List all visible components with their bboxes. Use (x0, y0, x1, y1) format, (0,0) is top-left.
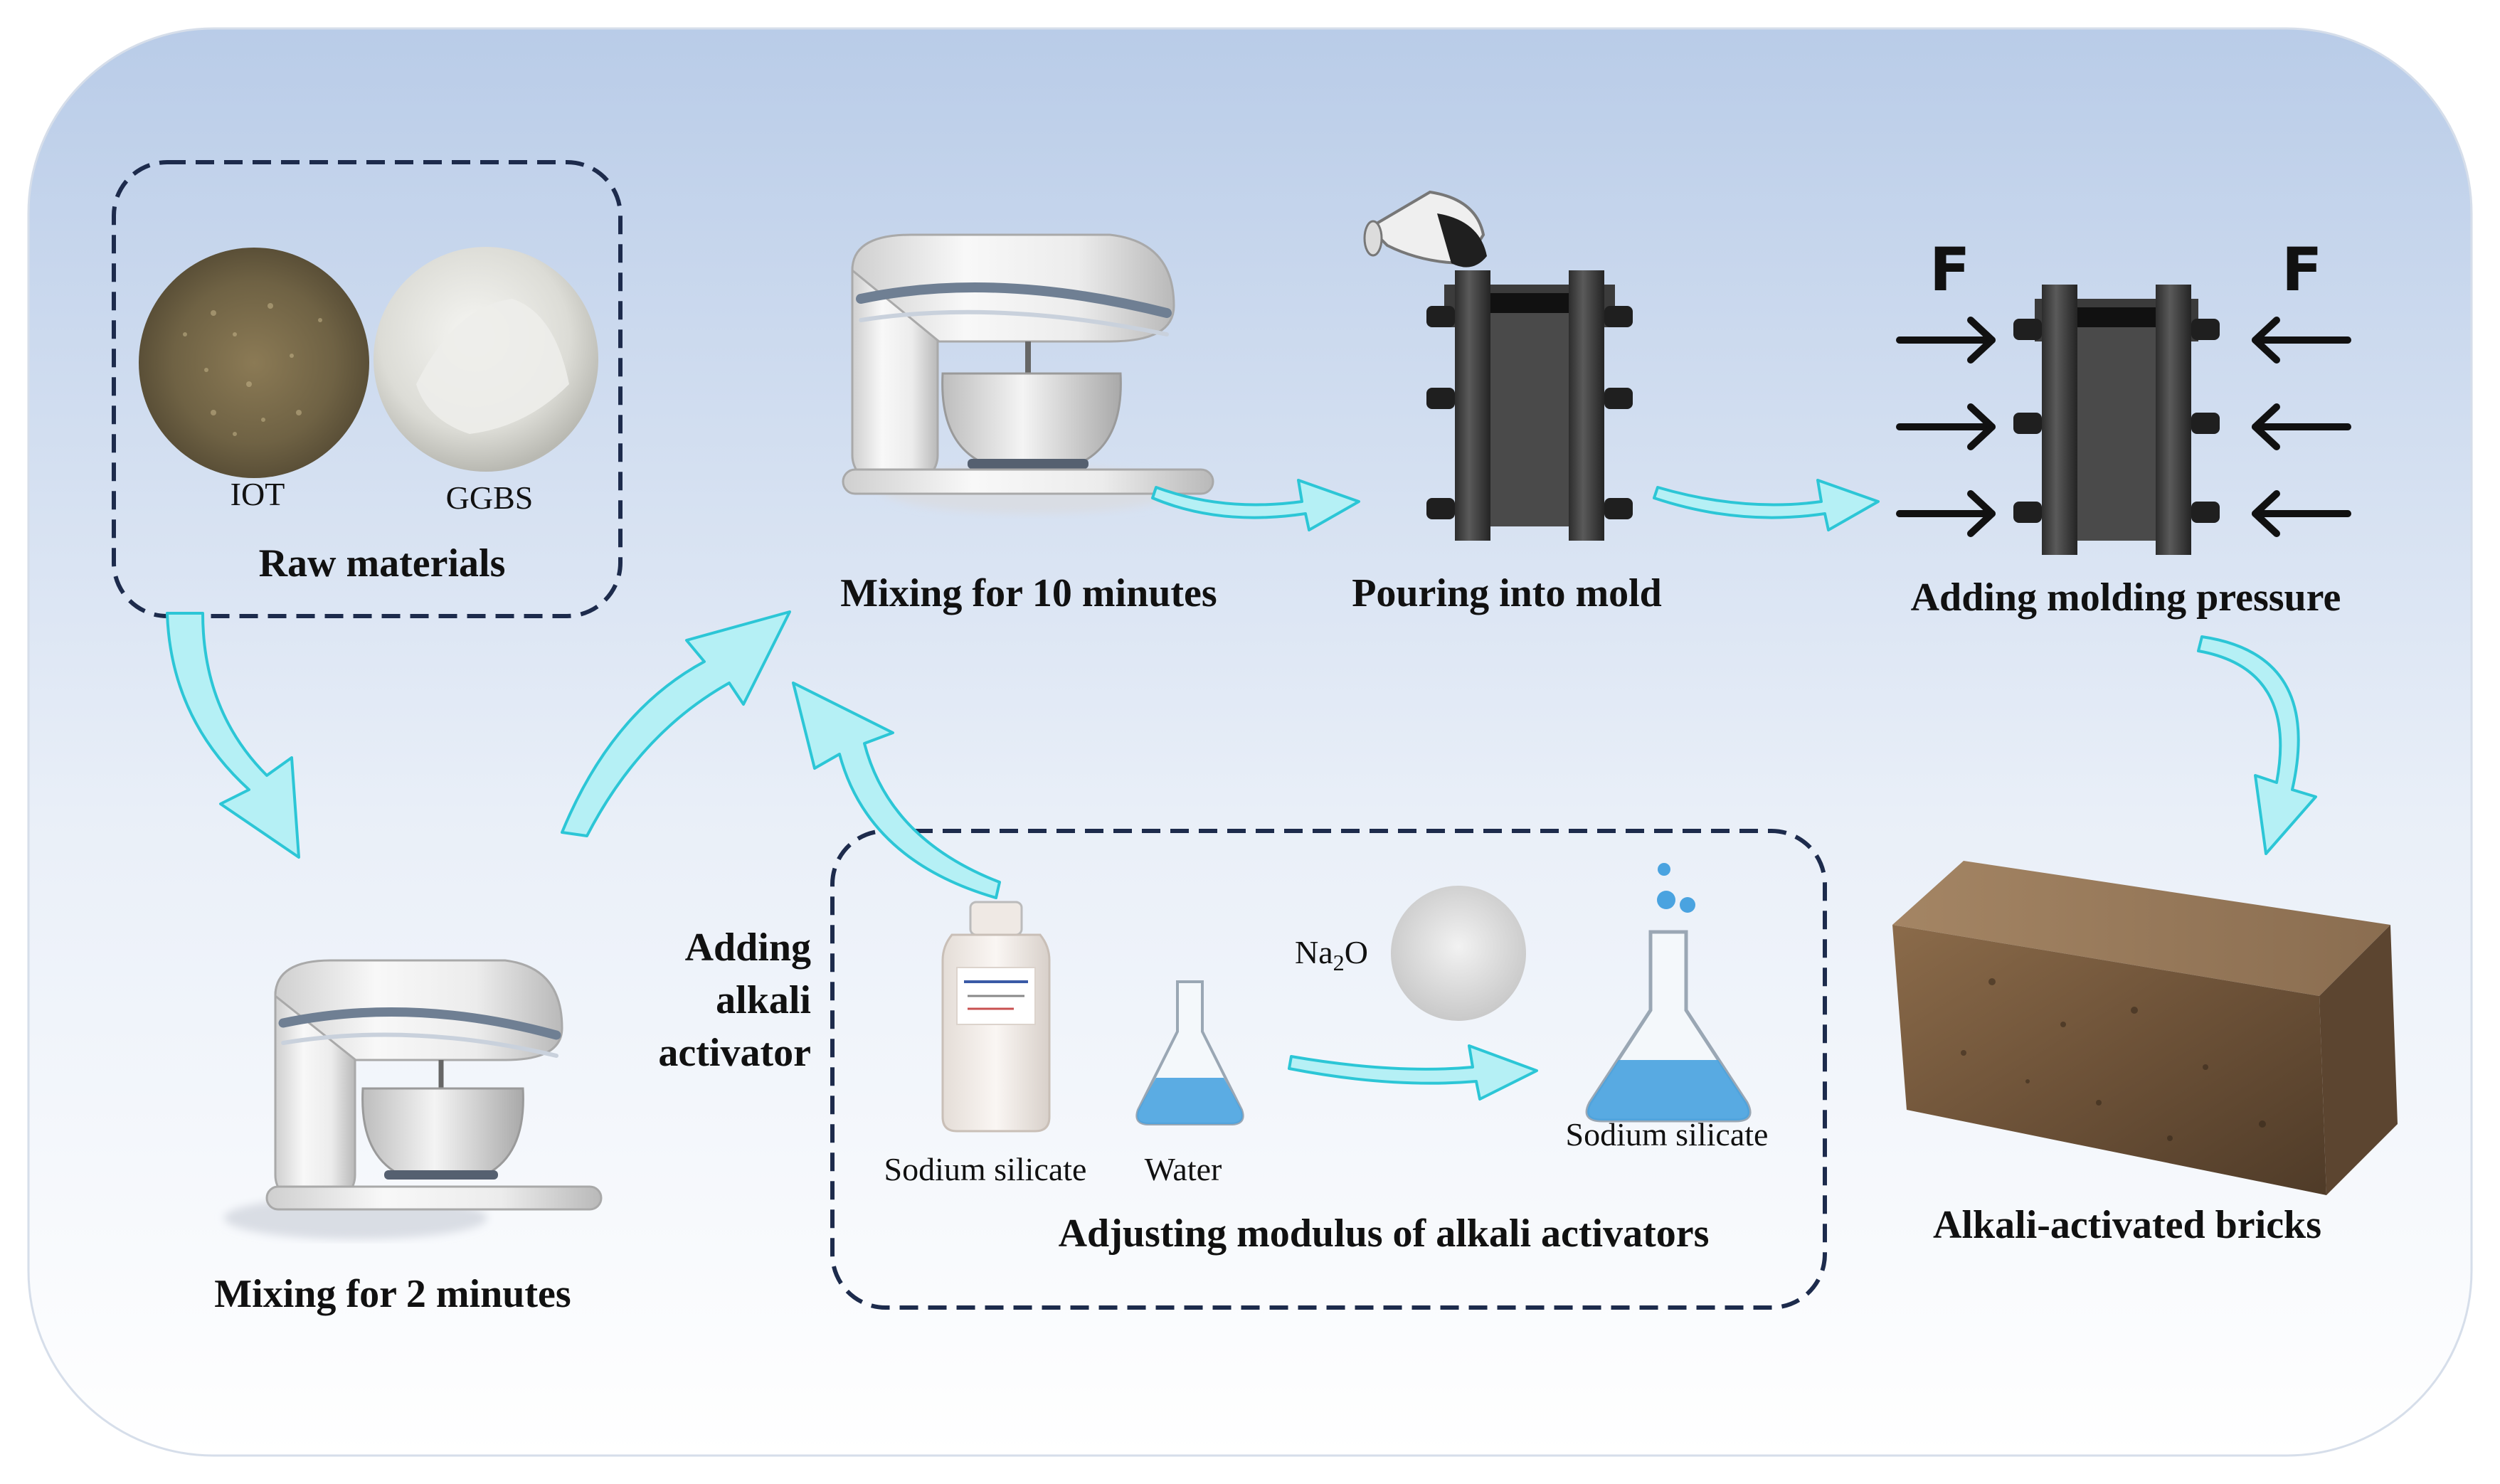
activator-frame (830, 829, 1827, 1310)
iot-label: IOT (230, 476, 285, 512)
step-bricks-label: Alkali-activated bricks (1933, 1203, 2321, 1247)
water-flask-image (1135, 980, 1244, 1125)
na2o-subscript: 2 (1333, 950, 1345, 976)
arrow-water-to-product (1288, 1044, 1538, 1101)
force-arrows-left (1896, 317, 1996, 537)
arrow-mix10-to-pour (1151, 479, 1360, 531)
na2o-main: Na (1295, 934, 1333, 970)
iot-sample-image (139, 248, 369, 478)
activator-box-title: Adjusting modulus of alkali activators (1058, 1212, 1710, 1256)
arrow-mix2-to-mix10 (561, 610, 791, 837)
step-mix-2-label: Mixing for 2 minutes (214, 1272, 571, 1316)
flow-arrows (166, 479, 2317, 1101)
product-flask-image (1585, 863, 1752, 1123)
pour-cup-image (1363, 190, 1487, 267)
force-symbol-left: F (1929, 235, 1971, 304)
water-label: Water (1144, 1151, 1222, 1187)
activator-label: Adding alkali activator (625, 921, 811, 1079)
step-pressure-label: Adding molding pressure (1910, 576, 2341, 620)
arrow-activator-to-mix10 (792, 682, 1001, 899)
ggbs-label: GGBS (445, 479, 534, 516)
activator-label-line3: activator (658, 1031, 811, 1075)
brick-image (1892, 861, 2398, 1195)
sodium-silicate-label: Sodium silicate (884, 1151, 1087, 1187)
step-mix-10-label: Mixing for 10 minutes (840, 571, 1217, 615)
force-arrows-right (2252, 317, 2351, 537)
na2o-tail: O (1344, 934, 1368, 970)
na2o-label: Na2O (1295, 933, 1368, 976)
na2o-powder-image (1391, 886, 1526, 1021)
mold-pressure-image (2013, 285, 2220, 555)
arrow-pressure-to-brick (2197, 635, 2317, 855)
arrow-raw-to-mix2 (166, 612, 300, 859)
raw-materials-title: Raw materials (258, 541, 506, 585)
activator-label-line2: alkali (716, 978, 811, 1022)
mixer-2-image (224, 959, 603, 1239)
mold-pour-image (1426, 270, 1633, 541)
arrow-pour-to-pressure (1653, 479, 1880, 531)
activator-label-line1: Adding (684, 926, 811, 970)
background-panel (27, 27, 2473, 1457)
product-sodium-silicate-label: Sodium silicate (1565, 1116, 1769, 1152)
iot-texture (183, 303, 322, 436)
sodium-silicate-bottle-image (941, 901, 1051, 1133)
mixer-10-image (842, 233, 1214, 514)
raw-materials-frame (112, 160, 623, 618)
step-pour-label: Pouring into mold (1352, 571, 1662, 615)
force-symbol-right: F (2282, 235, 2323, 304)
